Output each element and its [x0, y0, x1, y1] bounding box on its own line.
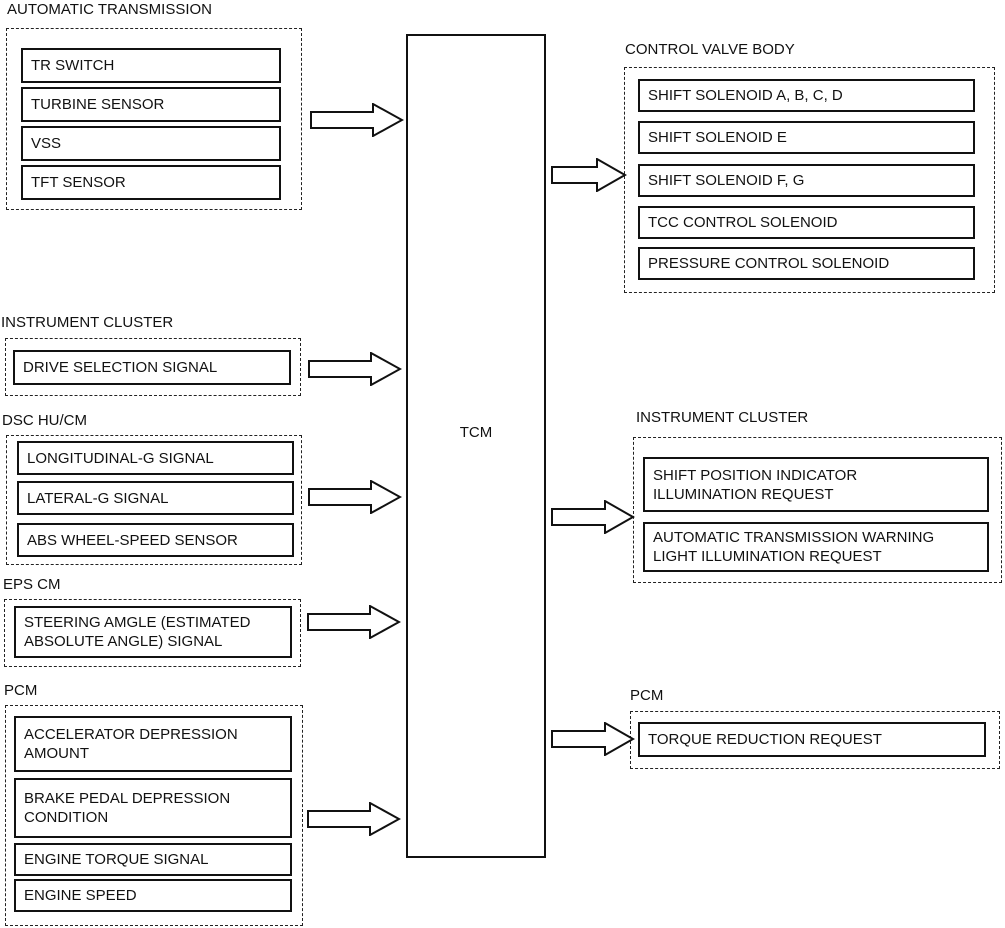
block-shift-solenoid-abcd: SHIFT SOLENOID A, B, C, D	[638, 79, 975, 112]
block-engine-speed: ENGINE SPEED	[14, 879, 292, 912]
block-shift-solenoid-e: SHIFT SOLENOID E	[638, 121, 975, 154]
block-tr-switch: TR SWITCH	[21, 48, 281, 83]
block-torque-reduction-request: TORQUE REDUCTION REQUEST	[638, 722, 986, 757]
arrow-tcm-to-pcm	[551, 722, 635, 756]
group-automatic-transmission	[6, 28, 302, 210]
group-pcm-input	[5, 705, 303, 926]
block-tcc-control-solenoid: TCC CONTROL SOLENOID	[638, 206, 975, 239]
block-vss: VSS	[21, 126, 281, 161]
block-tft-sensor: TFT SENSOR	[21, 165, 281, 200]
block-accelerator-depression-amount: ACCELERATOR DEPRESSION AMOUNT	[14, 716, 292, 772]
arrow-pcm-to-tcm	[307, 802, 401, 836]
group-title-automatic-transmission: AUTOMATIC TRANSMISSION	[7, 1, 213, 18]
block-shift-solenoid-fg: SHIFT SOLENOID F, G	[638, 164, 975, 197]
block-engine-torque-signal: ENGINE TORQUE SIGNAL	[14, 843, 292, 876]
group-title-pcm-input: PCM	[4, 682, 38, 699]
group-title-control-valve-body: CONTROL VALVE BODY	[625, 41, 795, 58]
arrow-automatic-transmission-to-tcm	[310, 103, 404, 137]
group-control-valve-body	[624, 67, 995, 293]
block-abs-wheel-speed-sensor: ABS WHEEL-SPEED SENSOR	[17, 523, 294, 557]
arrow-eps-to-tcm	[307, 605, 401, 639]
block-steering-angle-signal: STEERING AMGLE (ESTIMATED ABSOLUTE ANGLE…	[14, 606, 292, 658]
tcm-block: TCM	[406, 34, 546, 858]
arrow-dsc-to-tcm	[308, 480, 402, 514]
block-lateral-g-signal: LATERAL-G SIGNAL	[17, 481, 294, 515]
block-pressure-control-solenoid: PRESSURE CONTROL SOLENOID	[638, 247, 975, 280]
group-instrument-cluster-output	[633, 437, 1002, 583]
block-drive-selection-signal: DRIVE SELECTION SIGNAL	[13, 350, 291, 385]
block-longitudinal-g-signal: LONGITUDINAL-G SIGNAL	[17, 441, 294, 475]
group-title-dsc-hu-cm: DSC HU/CM	[2, 412, 87, 429]
group-instrument-cluster-input	[5, 338, 301, 396]
group-dsc-hu-cm	[6, 435, 302, 565]
group-title-instrument-cluster-output: INSTRUMENT CLUSTER	[636, 409, 809, 426]
block-shift-position-indicator-request: SHIFT POSITION INDICATOR ILLUMINATION RE…	[643, 457, 989, 512]
group-eps-cm	[4, 599, 301, 667]
block-brake-pedal-depression-condition: BRAKE PEDAL DEPRESSION CONDITION	[14, 778, 292, 838]
arrow-tcm-to-control-valve-body	[551, 158, 627, 192]
arrow-instrument-cluster-to-tcm	[308, 352, 402, 386]
group-title-pcm-output: PCM	[630, 687, 664, 704]
tcm-label: TCM	[459, 424, 493, 441]
group-title-eps-cm: EPS CM	[3, 576, 61, 593]
arrow-tcm-to-instrument-cluster	[551, 500, 635, 534]
block-turbine-sensor: TURBINE SENSOR	[21, 87, 281, 122]
group-title-instrument-cluster-input: INSTRUMENT CLUSTER	[1, 314, 174, 331]
block-at-warning-light-request: AUTOMATIC TRANSMISSION WARNING LIGHT ILL…	[643, 522, 989, 572]
